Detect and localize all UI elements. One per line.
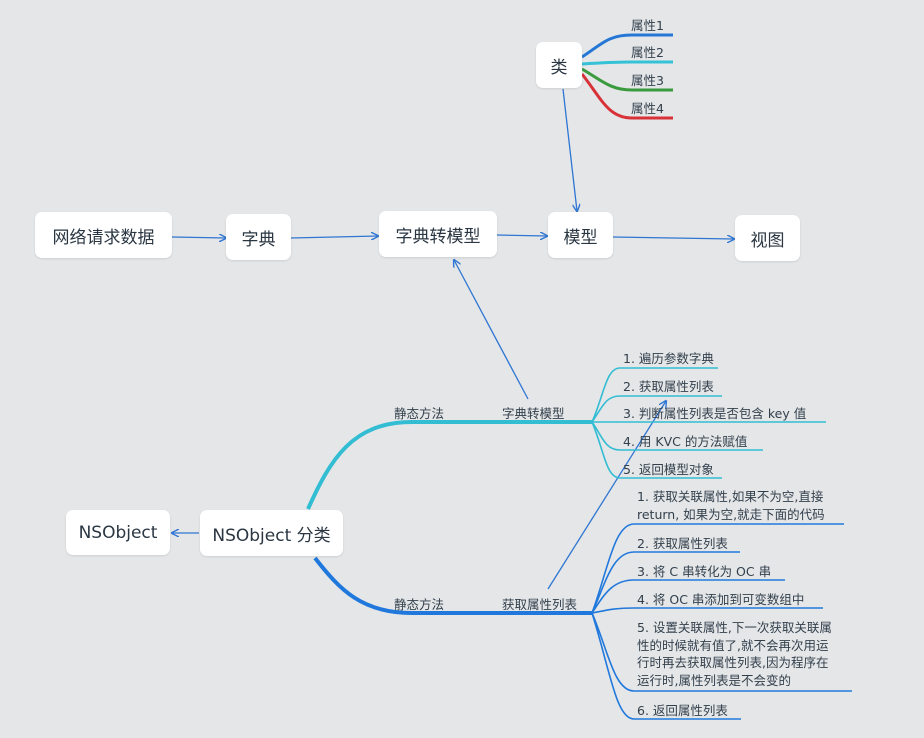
lower-step-6: 6. 返回属性列表 <box>637 703 728 718</box>
lower-step-4: 4. 将 OC 串添加到可变数组中 <box>637 592 805 607</box>
node-dictionary[interactable]: 字典 <box>226 214 291 260</box>
arrow-dict-to-convert <box>290 236 378 238</box>
arrow-model-to-view <box>612 237 734 239</box>
node-view[interactable]: 视图 <box>735 215 800 261</box>
lower-step-3: 3. 将 C 串转化为 OC 串 <box>637 564 772 579</box>
upper-step-4: 4. 用 KVC 的方法赋值 <box>623 434 748 449</box>
node-network-data[interactable]: 网络请求数据 <box>35 212 172 258</box>
upper-step-3: 3. 判断属性列表是否包含 key 值 <box>623 406 807 421</box>
upper-step-5: 5. 返回模型对象 <box>623 462 714 477</box>
attr3-branch <box>581 67 673 92</box>
arrow-class-to-model <box>562 88 577 211</box>
node-nsobject[interactable]: NSObject <box>66 510 170 555</box>
node-class[interactable]: 类 <box>536 42 582 88</box>
arrow-network-to-dict <box>171 237 226 238</box>
lower-step-1: 1. 获取关联属性,如果不为空,直接 return, 如果为空,就走下面的代码 <box>637 489 825 522</box>
upper-step-1: 1. 遍历参数字典 <box>623 351 714 366</box>
lower-static-method-label: 静态方法 <box>394 597 445 612</box>
lower-step-5: 5. 设置关联属性,下一次获取关联属 性的时候就有值了,就不会再次用运 行时再去… <box>637 620 832 688</box>
attr2-branch <box>581 60 673 66</box>
lower-branch-line <box>313 556 592 615</box>
attr4-branch <box>580 73 673 120</box>
upper-static-method-label: 静态方法 <box>394 406 445 421</box>
node-dict-to-model[interactable]: 字典转模型 <box>379 211 497 257</box>
attr-label-4: 属性4 <box>631 101 664 116</box>
attr-label-3: 属性3 <box>631 73 664 88</box>
upper-method-name-label: 字典转模型 <box>502 406 565 421</box>
upper-step-2: 2. 获取属性列表 <box>623 379 714 394</box>
arrow-upper-method-to-convert <box>454 260 529 400</box>
lower-step-2: 2. 获取属性列表 <box>637 536 728 551</box>
attr1-branch <box>581 33 673 59</box>
lower-method-name-label: 获取属性列表 <box>502 597 578 612</box>
attr-label-2: 属性2 <box>631 45 664 60</box>
node-model[interactable]: 模型 <box>548 212 613 258</box>
node-nsobject-category[interactable]: NSObject 分类 <box>200 510 343 556</box>
arrow-convert-to-model <box>496 235 547 236</box>
upper-branch-line <box>306 420 592 510</box>
arrow-lower-method-to-step2 <box>547 401 666 590</box>
attr-label-1: 属性1 <box>631 18 664 33</box>
